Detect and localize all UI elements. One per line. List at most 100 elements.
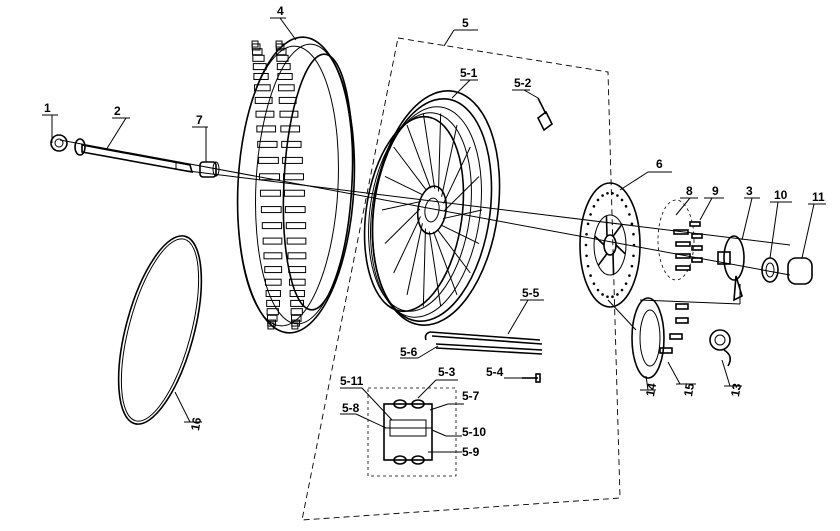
tread-block [266,308,279,316]
disc-hole [596,288,600,292]
spoke-line [393,216,421,274]
tread-block [252,54,265,62]
tread-block [286,237,307,245]
bolt-part-5-4 [504,373,541,383]
valve-part-5-2 [512,89,554,132]
tread-block [259,189,281,197]
spoke-line [442,209,483,220]
disc-hole [606,295,609,299]
spoke-line [443,176,480,212]
tread-block [291,322,299,330]
tread-block [285,222,307,230]
disc-carrier-arm [612,253,615,275]
speedo-drive-part-3 [717,197,760,302]
disc-hole [620,198,624,202]
tread-block [251,43,261,51]
spoke-line [384,176,424,196]
tread-block [255,110,275,118]
spoke-line [422,113,436,189]
tread-block [262,237,283,245]
disc-hole [596,198,600,202]
spoke-line [428,231,442,307]
disc-hole [628,213,631,216]
tread-block [266,299,281,307]
tread-block [254,84,271,92]
disc-hole [592,282,596,285]
tread-block [276,54,289,62]
label-1: 1 [44,101,51,115]
tire-part-4 [236,17,356,334]
tread-block [256,125,277,133]
spokes-part-5-5-5-6 [400,299,544,359]
tread-block [291,314,302,322]
disc-hole [632,243,636,247]
label-5-6: 5-6 [400,345,418,359]
label-5-3: 5-3 [438,365,456,379]
spoke-line [443,146,471,204]
tread-block [277,72,293,80]
tread-block [252,63,267,71]
spoke-line [406,223,423,295]
disc-bolts-part-8-9 [657,197,724,281]
label-5-5: 5-5 [522,286,540,300]
label-3: 3 [746,184,753,198]
disc-carrier-arm [615,244,626,255]
tread-block [278,96,297,104]
spoked-wheel-part-5-1 [363,79,501,326]
label-13: 13 [728,382,744,398]
tread-block [289,290,305,298]
collar-part-13 [639,284,742,387]
label-5-7: 5-7 [462,389,480,403]
axle-nut-part-1 [42,114,68,152]
brake-disc-part-6 [579,171,672,308]
label-4: 4 [277,4,284,18]
label-5: 5 [462,16,469,30]
tread-block [263,252,283,260]
disc-hole [601,194,604,197]
tread-block [254,96,273,104]
wheel-spokes [381,113,483,307]
spoke-line [384,208,421,244]
axle-shaft-part-2 [74,117,194,174]
disc-hole [611,191,614,195]
tread-block [287,252,307,260]
tread-block [290,308,303,316]
label-5-1: 5-1 [460,66,478,80]
tread-block [267,322,275,330]
spoke-line [438,113,442,192]
tread-block [275,48,287,56]
disc-carrier-arm [612,224,623,237]
tread-block [275,43,285,51]
tread-block [267,314,278,322]
tread-block [282,156,303,164]
disc-hole [628,274,631,277]
spoke-line [422,228,426,307]
tread-block [264,278,282,286]
disc-hole [632,254,635,258]
tread-block [253,72,269,80]
tread-block [258,156,279,164]
label-5-9: 5-9 [462,445,480,459]
tread-block [264,266,283,274]
label-16: 16 [188,416,204,432]
tread-block [290,299,305,307]
cap-part-11 [787,203,826,285]
label-15: 15 [681,382,697,398]
disc-hole [606,191,609,195]
label-5-4: 5-4 [486,365,504,379]
disc-hole [632,232,635,236]
bolts-part-15 [659,303,696,385]
collar-part-10 [761,201,792,283]
tread-block [288,266,307,274]
drum-part-14 [607,297,665,391]
spoke-line [441,125,458,197]
spoke-line [381,200,422,211]
tread-block [265,290,281,298]
disc-hole [616,293,619,296]
disc-hole [624,205,628,208]
disc-hole [601,293,604,296]
tread-block [288,278,306,286]
label-5-11: 5-11 [340,374,364,388]
label-5-10: 5-10 [462,425,486,439]
tread-block [260,206,282,214]
